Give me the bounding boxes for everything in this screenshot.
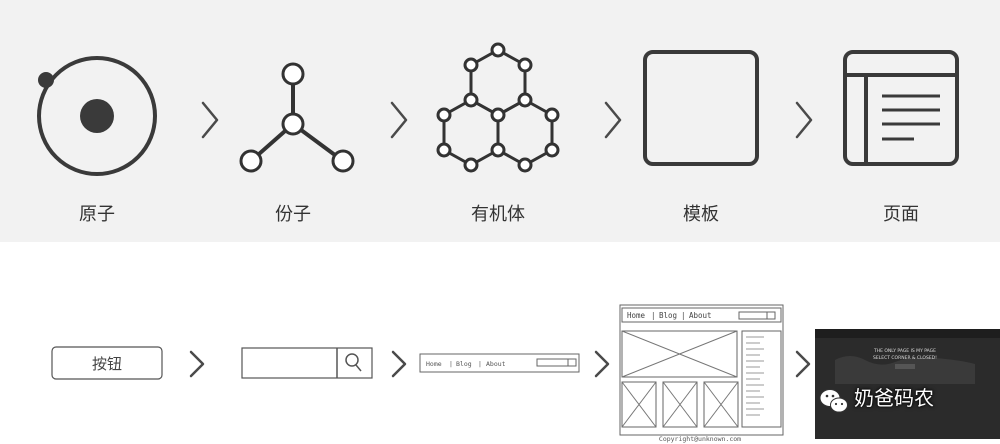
page-headline: THE ONLY PAGE IS MY PAGE <box>873 348 936 354</box>
button-example-label: 按钮 <box>92 355 122 373</box>
stage-label-molecule: 份子 <box>275 204 311 225</box>
nav-separator: | <box>478 360 482 368</box>
template-nav-blog: Blog <box>659 311 677 320</box>
template-footer: Copyright@unknown.com <box>659 435 741 443</box>
molecule-icon <box>239 62 355 173</box>
chevron-right-icon <box>390 101 408 139</box>
chevron-right-icon <box>795 350 811 378</box>
template-nav-home: Home <box>627 311 646 320</box>
template-icon <box>643 50 759 166</box>
template-wireframe-example: Home | Blog | About <box>619 304 784 443</box>
chevron-right-icon <box>604 101 622 139</box>
search-icon <box>345 353 362 372</box>
chevron-right-icon <box>594 350 610 378</box>
nav-separator: | <box>449 360 453 368</box>
chevron-right-icon <box>189 350 205 378</box>
chevron-right-icon <box>795 101 813 139</box>
stage-label-page: 页面 <box>883 204 919 225</box>
page-icon <box>843 50 959 166</box>
wechat-logo-icon <box>819 389 848 413</box>
stage-label-atom: 原子 <box>79 204 115 225</box>
template-nav-about: About <box>689 311 712 320</box>
watermark: 奶爸码农 <box>854 386 934 410</box>
nav-item-blog: Blog <box>456 360 472 368</box>
stage-label-organism: 有机体 <box>471 204 525 225</box>
search-form-example <box>241 347 373 379</box>
atom-icon <box>37 56 157 176</box>
chevron-right-icon <box>391 350 407 378</box>
stage-label-template: 模板 <box>683 204 719 225</box>
header-nav-example: Home | Blog | About <box>419 353 580 373</box>
nav-item-home: Home <box>426 360 442 368</box>
nav-item-about: About <box>486 360 506 368</box>
button-example: 按钮 <box>51 346 163 380</box>
page-screenshot-example: THE ONLY PAGE IS MY PAGE SELECT CORNER &… <box>815 329 1000 439</box>
template-nav-separator: | <box>651 311 656 320</box>
page-subheadline: SELECT CORNER & CLOSED! <box>873 355 937 361</box>
template-nav-separator: | <box>681 311 686 320</box>
chevron-right-icon <box>201 101 219 139</box>
organism-icon <box>436 42 560 173</box>
